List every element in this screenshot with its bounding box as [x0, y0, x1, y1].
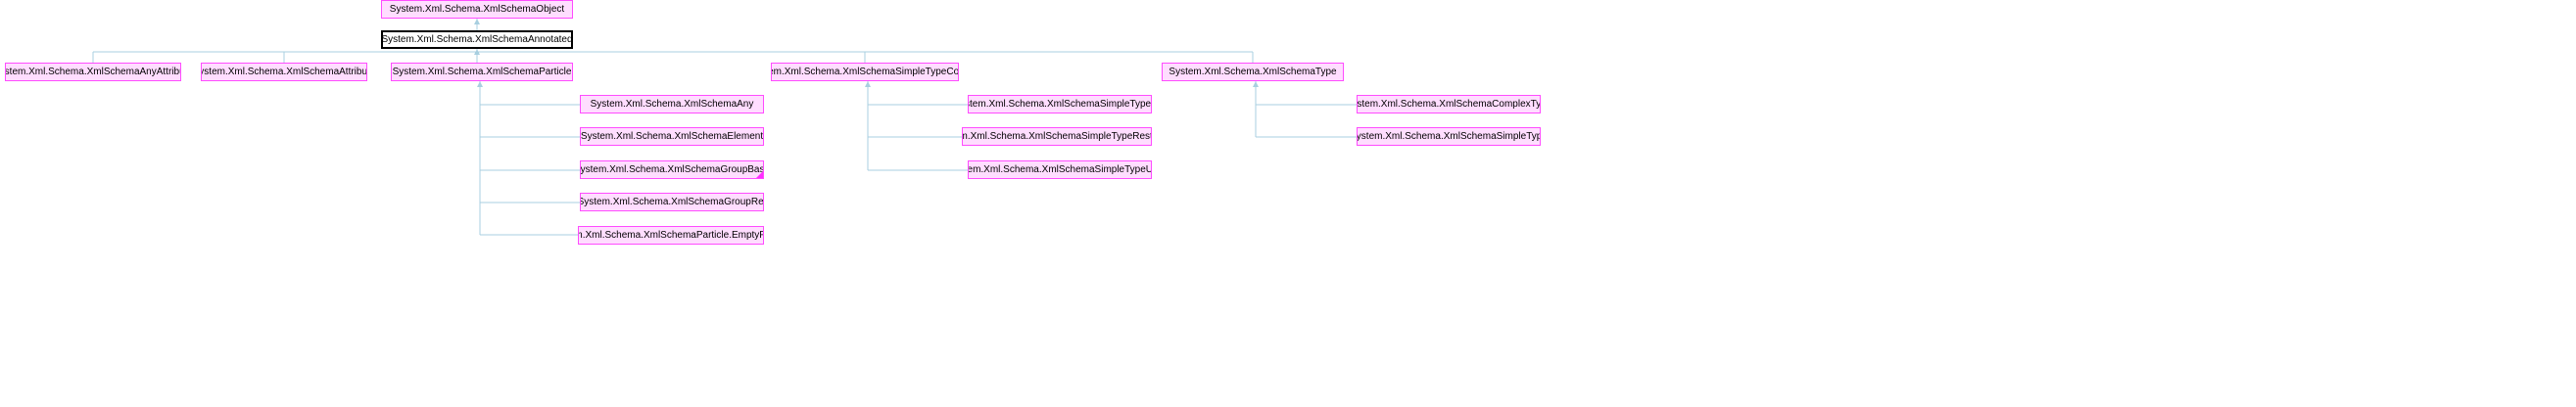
class-node-simpletypeunion[interactable]: System.Xml.Schema.XmlSchemaSimpleTypeUni… — [968, 160, 1152, 179]
class-node-simpletyperestriction[interactable]: System.Xml.Schema.XmlSchemaSimpleTypeRes… — [962, 127, 1152, 146]
class-node-groupref[interactable]: System.Xml.Schema.XmlSchemaGroupRef — [580, 193, 764, 211]
arrowhead-object — [474, 19, 480, 24]
class-node-schematype[interactable]: System.Xml.Schema.XmlSchemaType — [1162, 63, 1344, 81]
class-node-label: System.Xml.Schema.XmlSchemaParticle.Empt… — [579, 229, 764, 241]
arrowhead-annotated — [474, 49, 480, 55]
class-node-label: System.Xml.Schema.XmlSchemaAnnotated — [381, 33, 573, 45]
class-node-label: System.Xml.Schema.XmlSchemaType — [1169, 66, 1337, 77]
arrowhead-simpletypecontent — [865, 81, 871, 87]
arrowhead-particle — [477, 81, 483, 87]
class-node-groupbase[interactable]: System.Xml.Schema.XmlSchemaGroupBase — [580, 160, 764, 179]
class-node-particle[interactable]: System.Xml.Schema.XmlSchemaParticle — [391, 63, 573, 81]
class-node-label: System.Xml.Schema.XmlSchemaGroupRef — [580, 196, 764, 207]
class-node-object[interactable]: System.Xml.Schema.XmlSchemaObject — [381, 0, 573, 19]
class-node-attribute[interactable]: System.Xml.Schema.XmlSchemaAttribute — [201, 63, 367, 81]
class-node-label: System.Xml.Schema.XmlSchemaParticle — [392, 66, 572, 77]
class-node-simpletypelist[interactable]: System.Xml.Schema.XmlSchemaSimpleTypeLis… — [968, 95, 1152, 113]
class-node-label: System.Xml.Schema.XmlSchemaSimpleTypeLis… — [969, 98, 1152, 110]
class-node-label: System.Xml.Schema.XmlSchemaElement — [580, 130, 764, 142]
class-node-anyattribute[interactable]: System.Xml.Schema.XmlSchemaAnyAttribute — [5, 63, 181, 81]
class-node-label: System.Xml.Schema.XmlSchemaComplexType — [1357, 98, 1541, 110]
class-node-complextype[interactable]: System.Xml.Schema.XmlSchemaComplexType — [1357, 95, 1541, 113]
class-node-label: System.Xml.Schema.XmlSchemaSimpleTypeUni… — [968, 163, 1151, 175]
class-node-simpletype[interactable]: System.Xml.Schema.XmlSchemaSimpleType — [1357, 127, 1541, 146]
class-node-emptyparticle[interactable]: System.Xml.Schema.XmlSchemaParticle.Empt… — [578, 226, 764, 245]
arrowhead-schematype — [1253, 81, 1259, 87]
class-node-label: System.Xml.Schema.XmlSchemaSimpleTypeCon… — [772, 66, 959, 77]
class-node-label: System.Xml.Schema.XmlSchemaAny — [590, 98, 754, 110]
class-node-label: System.Xml.Schema.XmlSchemaAttribute — [201, 66, 367, 77]
class-node-any[interactable]: System.Xml.Schema.XmlSchemaAny — [580, 95, 764, 113]
class-node-label: System.Xml.Schema.XmlSchemaAnyAttribute — [5, 66, 180, 77]
class-node-label: System.Xml.Schema.XmlSchemaGroupBase — [580, 163, 764, 175]
class-node-annotated[interactable]: System.Xml.Schema.XmlSchemaAnnotated — [381, 30, 573, 49]
class-node-element[interactable]: System.Xml.Schema.XmlSchemaElement — [580, 127, 764, 146]
class-node-label: System.Xml.Schema.XmlSchemaObject — [389, 3, 565, 15]
class-node-simpletypecontent[interactable]: System.Xml.Schema.XmlSchemaSimpleTypeCon… — [771, 63, 959, 81]
class-node-label: System.Xml.Schema.XmlSchemaSimpleTypeRes… — [963, 130, 1151, 142]
class-node-label: System.Xml.Schema.XmlSchemaSimpleType — [1357, 130, 1541, 142]
